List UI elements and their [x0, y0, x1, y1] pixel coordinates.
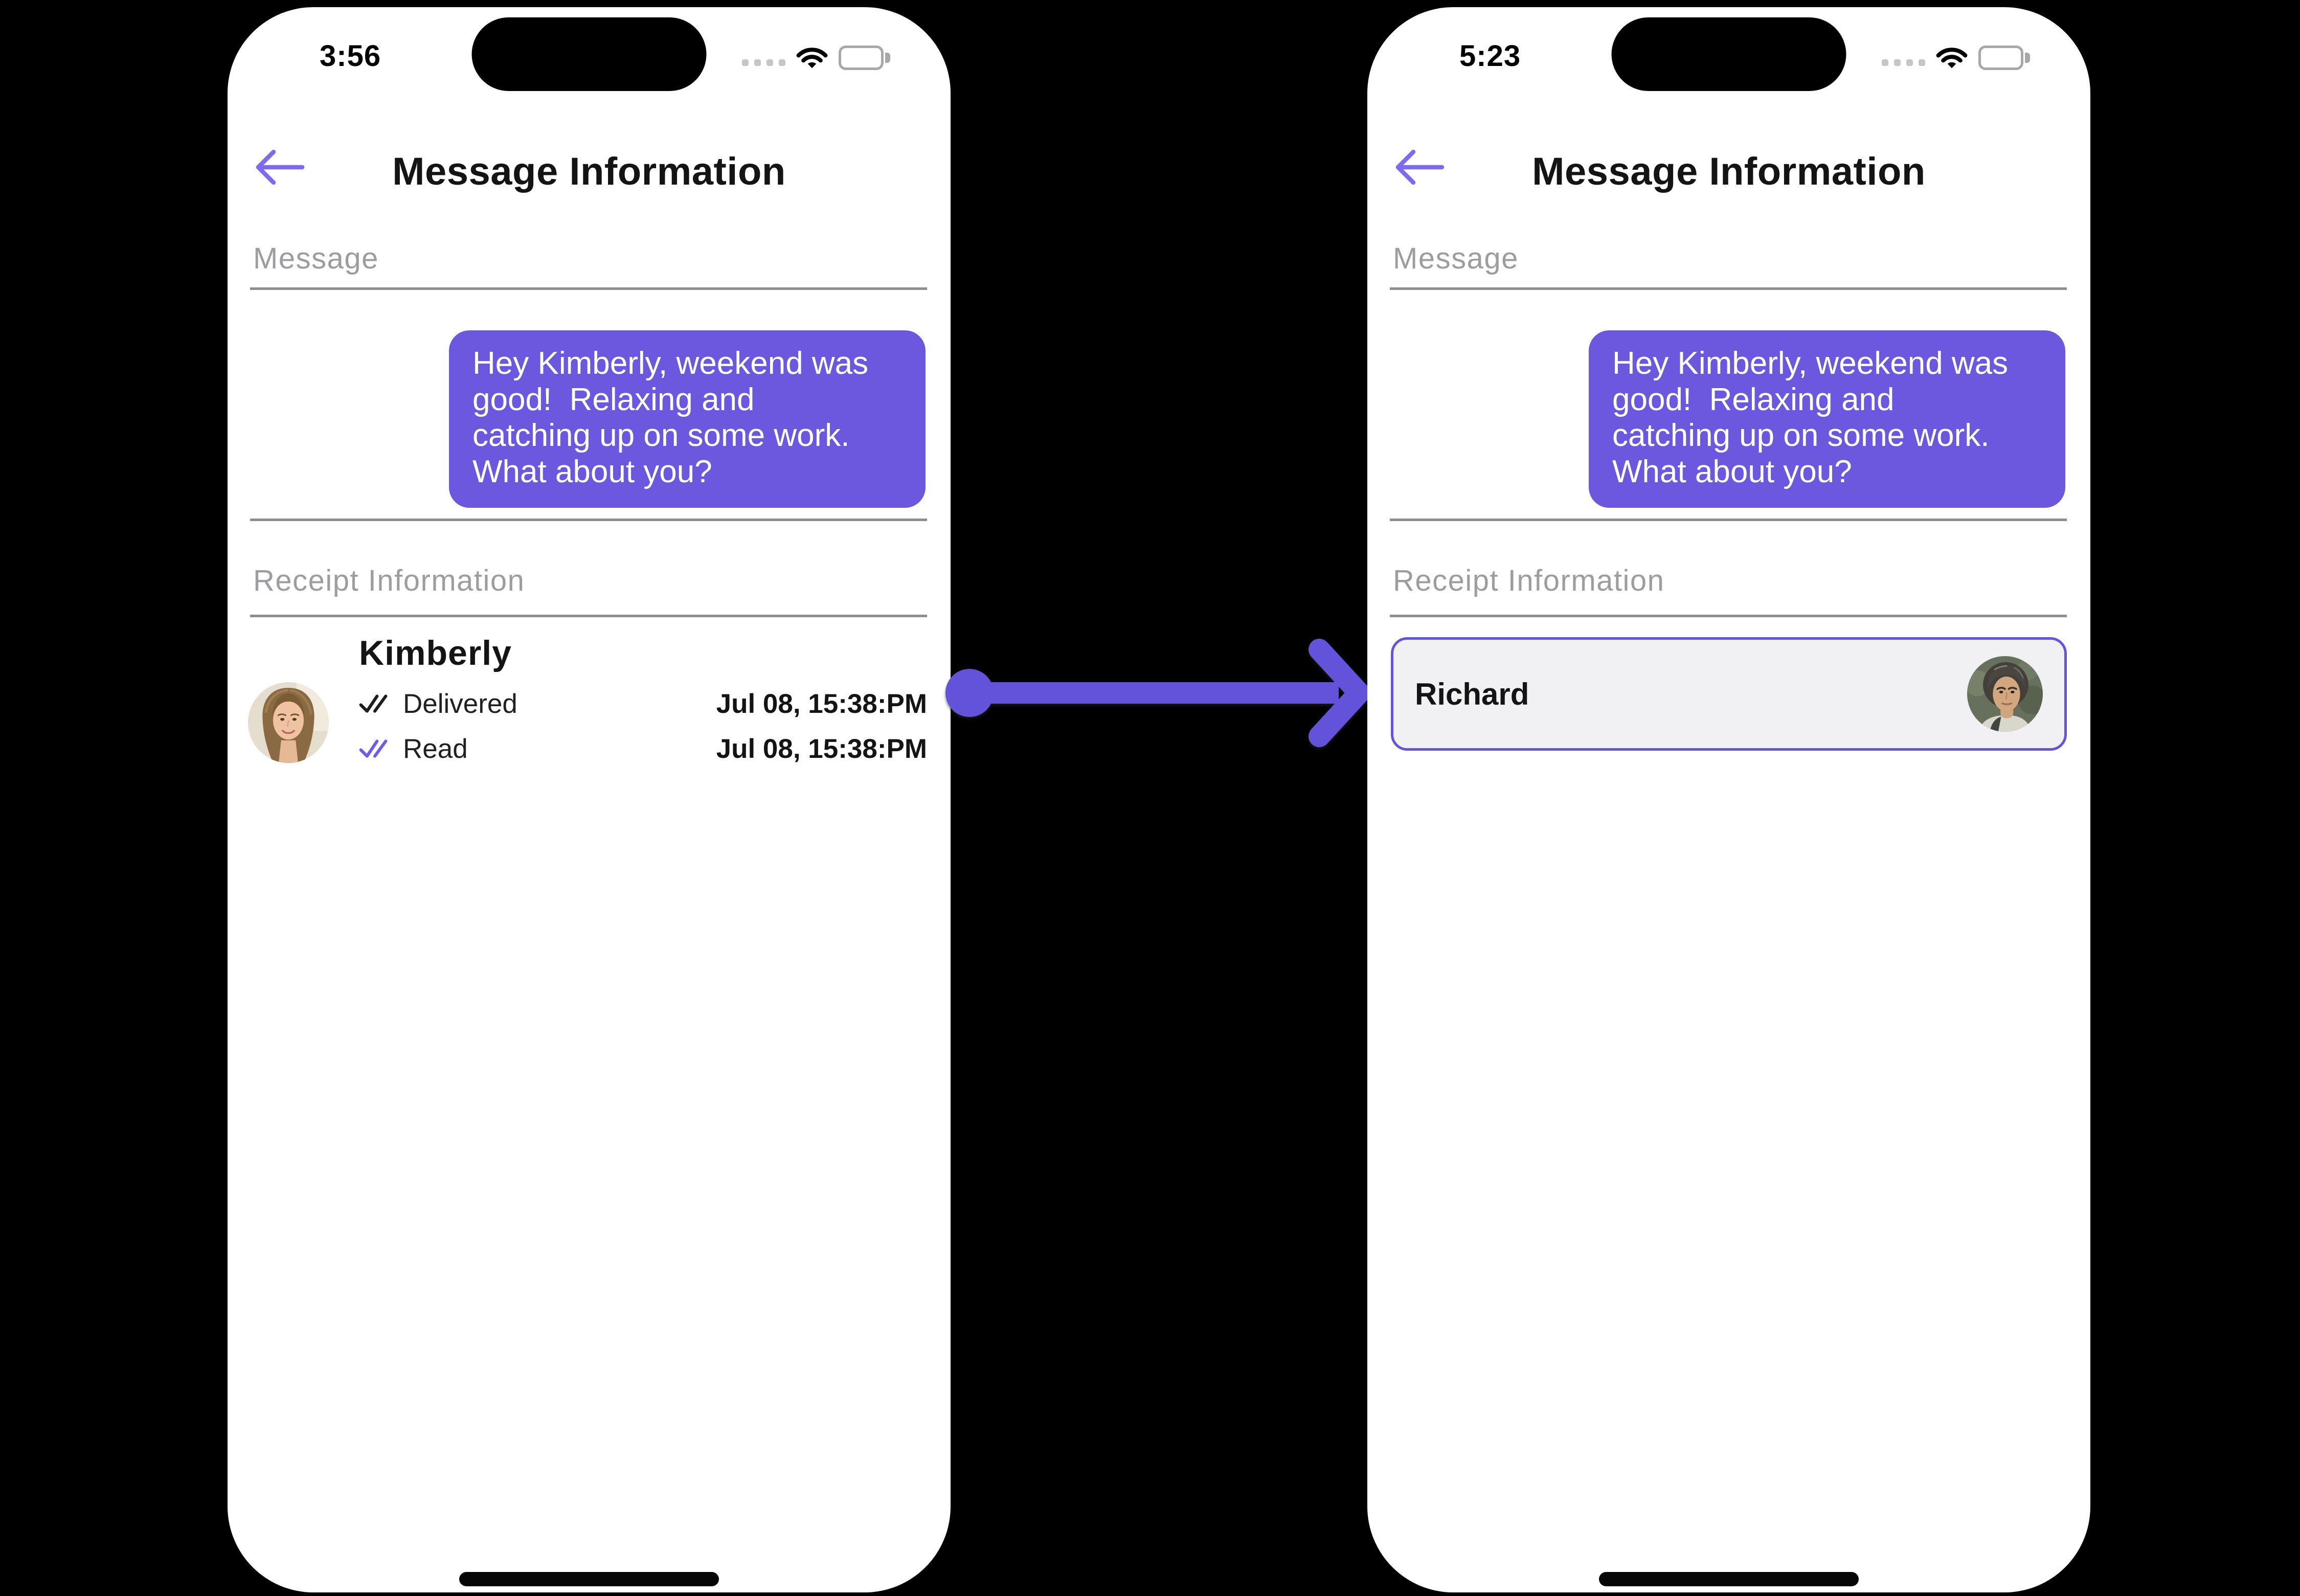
delivery-status-row: Delivered Jul 08, 15:38:PM — [359, 681, 927, 726]
back-button[interactable] — [254, 144, 310, 187]
double-check-icon — [359, 693, 388, 714]
home-indicator — [459, 1572, 719, 1586]
status-timestamp: Jul 08, 15:38:PM — [716, 733, 927, 764]
page-title: Message Information — [392, 150, 786, 193]
battery-icon — [839, 46, 890, 70]
message-section-label: Message — [253, 242, 379, 275]
status-timestamp: Jul 08, 15:38:PM — [716, 688, 927, 719]
battery-icon — [1978, 46, 2030, 70]
divider — [250, 615, 927, 617]
status-label: Delivered — [403, 688, 517, 719]
dynamic-island — [1611, 17, 1846, 91]
phone-left: 3:56 Message Information Message Hey Kim… — [228, 7, 951, 1592]
receipt-section-label: Receipt Information — [1393, 564, 1665, 597]
double-check-icon — [359, 738, 388, 759]
divider — [250, 519, 927, 521]
message-bubble: Hey Kimberly, weekend was good! Relaxing… — [449, 330, 926, 508]
avatar — [248, 682, 329, 763]
avatar — [1967, 656, 2043, 732]
right-arrow-icon — [944, 633, 1370, 753]
wifi-icon — [1935, 45, 1968, 71]
cellular-signal-icon — [1882, 50, 1925, 66]
contact-name: Richard — [1415, 677, 1529, 711]
message-section-label: Message — [1393, 242, 1519, 275]
divider — [1390, 615, 2067, 617]
receipt-contact-card[interactable]: Richard — [1391, 637, 2067, 751]
back-button[interactable] — [1394, 144, 1450, 187]
status-icons — [1882, 40, 2030, 76]
contact-name: Kimberly — [359, 634, 512, 672]
home-indicator — [1599, 1572, 1859, 1586]
divider — [250, 287, 927, 290]
dynamic-island — [471, 17, 707, 91]
back-arrow-icon — [1394, 149, 1450, 186]
message-bubble: Hey Kimberly, weekend was good! Relaxing… — [1589, 330, 2065, 508]
page-title: Message Information — [1532, 150, 1926, 193]
status-icons — [742, 40, 890, 76]
cellular-signal-icon — [742, 50, 785, 66]
back-arrow-icon — [254, 149, 310, 186]
status-time: 3:56 — [320, 39, 381, 73]
divider — [1390, 519, 2067, 521]
wifi-icon — [796, 45, 828, 71]
status-time: 5:23 — [1459, 39, 1521, 73]
read-status-row: Read Jul 08, 15:38:PM — [359, 726, 927, 771]
phone-right: 5:23 Message Information Message Hey Kim… — [1367, 7, 2090, 1592]
divider — [1390, 287, 2067, 290]
receipt-section-label: Receipt Information — [253, 564, 525, 597]
status-label: Read — [403, 733, 468, 764]
